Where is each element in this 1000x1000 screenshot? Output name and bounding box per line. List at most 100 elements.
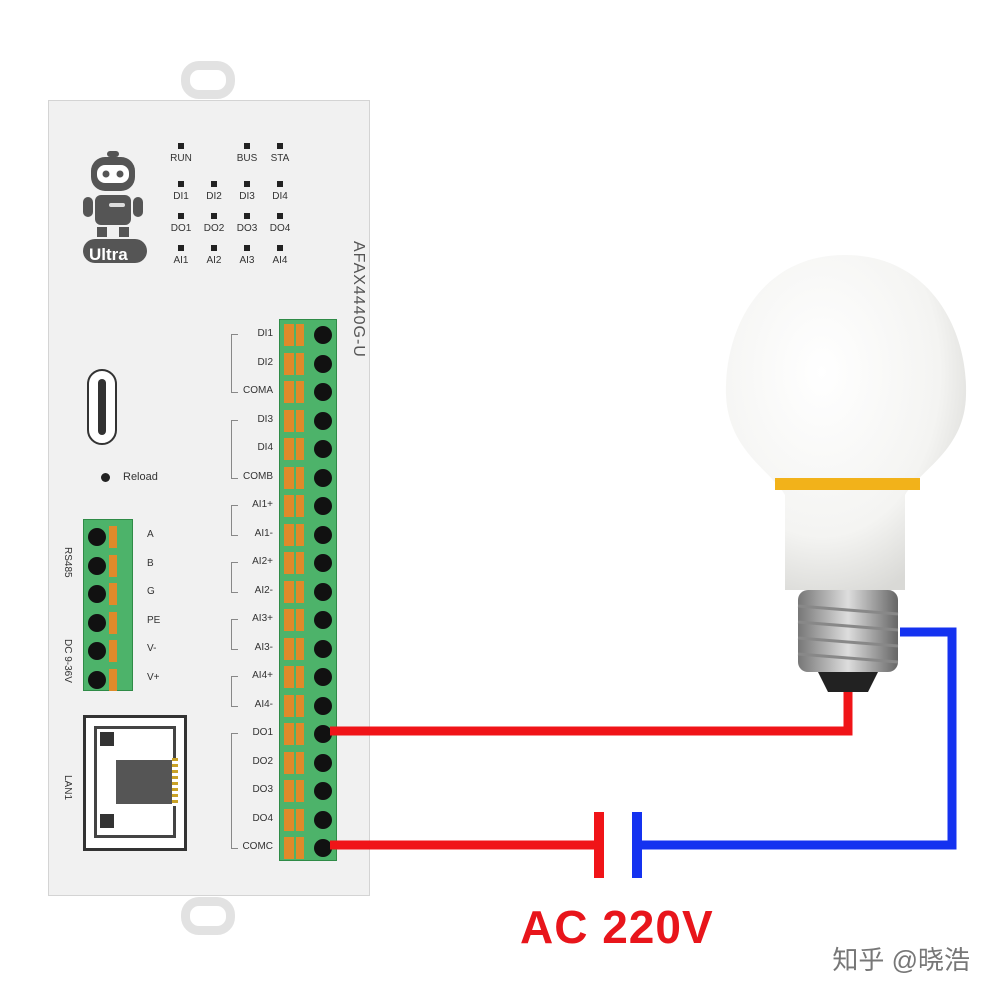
right-terminal-screw: [314, 639, 332, 658]
right-terminal-label: DI3: [257, 413, 273, 425]
right-terminal-label: DO1: [252, 727, 273, 738]
light-bulb-icon: [725, 255, 967, 692]
right-terminal-lever[interactable]: [296, 808, 304, 831]
right-terminal-label: DI2: [257, 356, 273, 368]
left-terminal-lever[interactable]: [109, 526, 117, 548]
reload-label: Reload: [123, 471, 158, 483]
right-terminal-lever[interactable]: [296, 751, 304, 774]
neutral-wire: [636, 627, 957, 850]
right-terminal-label: DO3: [252, 784, 273, 795]
live-wire-do1: [330, 692, 853, 736]
terminal-group-bracket: [231, 733, 238, 849]
right-terminal-lever[interactable]: [296, 580, 304, 603]
plc-device: Ultra AFAX4440G-U Reload RS485 DC 9-36V …: [48, 61, 370, 935]
right-terminal-lever[interactable]: [296, 552, 304, 574]
right-terminal-screw: [314, 383, 332, 401]
right-terminal-screw: [314, 839, 332, 857]
led-sta: STA: [263, 143, 297, 164]
right-terminal-lever[interactable]: [284, 466, 294, 489]
right-terminal-lever[interactable]: [284, 580, 294, 603]
supply-terminal-left: [594, 812, 604, 878]
right-terminal-lever[interactable]: [284, 637, 294, 660]
right-terminal-lever[interactable]: [284, 837, 294, 859]
right-terminal-lever[interactable]: [296, 495, 304, 517]
left-terminal-lever[interactable]: [109, 554, 117, 577]
right-terminal-screw: [314, 668, 332, 686]
led-di4: DI4: [263, 181, 297, 202]
right-terminal-label: DO2: [252, 755, 273, 767]
right-terminal-lever[interactable]: [284, 723, 294, 745]
led-do2: DO2: [197, 213, 231, 234]
right-terminal-lever[interactable]: [284, 780, 294, 802]
terminal-group-bracket: [231, 676, 238, 707]
right-terminal-label: AI4-: [254, 698, 273, 710]
right-terminal-lever[interactable]: [284, 808, 294, 831]
led-ai2: AI2: [197, 245, 231, 266]
led-do1: DO1: [164, 213, 198, 234]
left-terminal-label: G: [147, 586, 155, 598]
left-terminal-label: V+: [147, 672, 160, 683]
reload-button[interactable]: [101, 473, 110, 482]
right-terminal-screw: [314, 554, 332, 572]
right-terminal-lever[interactable]: [284, 694, 294, 717]
left-terminal-screw: [88, 528, 106, 546]
right-terminal-label: COMB: [243, 470, 273, 482]
right-terminal-lever[interactable]: [284, 523, 294, 546]
right-terminal-label: AI2+: [252, 556, 273, 567]
ethernet-port[interactable]: [83, 715, 187, 851]
right-terminal-lever[interactable]: [296, 723, 304, 745]
right-terminal-label: AI3-: [254, 641, 273, 653]
right-terminal-screw: [314, 753, 332, 772]
right-terminal-lever[interactable]: [284, 352, 294, 375]
right-terminal-lever[interactable]: [296, 780, 304, 802]
right-terminal-lever[interactable]: [296, 438, 304, 460]
right-terminal-screw: [314, 411, 332, 430]
right-terminal-lever[interactable]: [284, 751, 294, 774]
right-terminal-lever[interactable]: [284, 666, 294, 688]
right-terminal-lever[interactable]: [284, 381, 294, 403]
robot-logo-icon: [83, 151, 147, 263]
right-terminal-lever[interactable]: [284, 552, 294, 574]
right-terminal-lever[interactable]: [296, 409, 304, 432]
ac-supply-label: AC 220V: [520, 901, 714, 953]
led-di3: DI3: [230, 181, 264, 202]
right-terminal-lever[interactable]: [296, 837, 304, 859]
right-terminal-label: DI1: [257, 328, 273, 339]
right-terminal-screw: [314, 782, 332, 800]
right-terminal-lever[interactable]: [284, 324, 294, 346]
right-terminal-lever[interactable]: [296, 324, 304, 346]
right-terminal-label: AI4+: [252, 670, 273, 681]
right-terminal-lever[interactable]: [284, 409, 294, 432]
led-ai1: AI1: [164, 245, 198, 266]
right-terminal-screw: [314, 525, 332, 544]
left-terminal-lever[interactable]: [109, 669, 117, 691]
right-terminal-lever[interactable]: [284, 495, 294, 517]
left-terminal-lever[interactable]: [109, 611, 117, 634]
left-terminal-label: B: [147, 557, 154, 569]
led-ai4: AI4: [263, 245, 297, 266]
right-terminal-label: COMA: [243, 385, 273, 396]
right-terminal-block: [279, 319, 337, 861]
right-terminal-lever[interactable]: [296, 694, 304, 717]
right-terminal-screw: [314, 354, 332, 373]
right-terminal-label: COMC: [242, 841, 273, 852]
logo-text: Ultra: [89, 245, 128, 264]
left-terminal-lever[interactable]: [109, 640, 117, 663]
right-terminal-screw: [314, 497, 332, 515]
right-terminal-lever[interactable]: [284, 438, 294, 460]
left-terminal-label: V-: [147, 643, 157, 655]
led-do3: DO3: [230, 213, 264, 234]
led-bus: BUS: [230, 143, 264, 164]
right-terminal-lever[interactable]: [284, 609, 294, 631]
right-terminal-lever[interactable]: [296, 352, 304, 375]
left-terminal-lever[interactable]: [109, 583, 117, 606]
right-terminal-lever[interactable]: [296, 381, 304, 403]
right-terminal-lever[interactable]: [296, 609, 304, 631]
right-terminal-label: AI2-: [254, 584, 273, 596]
left-terminal-screw: [88, 556, 106, 575]
right-terminal-lever[interactable]: [296, 637, 304, 660]
right-terminal-lever[interactable]: [296, 466, 304, 489]
right-terminal-lever[interactable]: [296, 666, 304, 688]
right-terminal-lever[interactable]: [296, 523, 304, 546]
